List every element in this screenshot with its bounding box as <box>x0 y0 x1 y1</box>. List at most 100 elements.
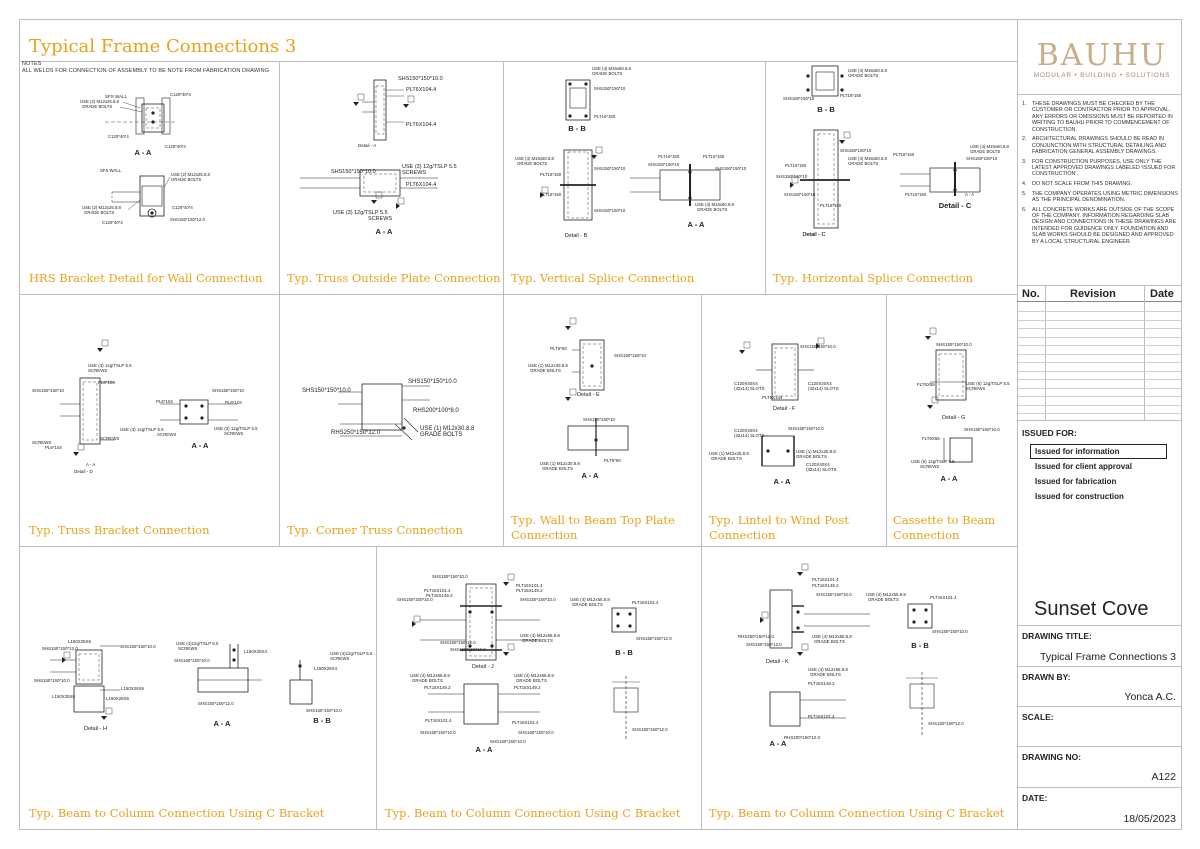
grid-line <box>1017 19 1018 830</box>
dimension-label: A - A <box>192 441 210 450</box>
section-arrow <box>396 203 400 209</box>
dimension-label: A - A <box>770 739 788 748</box>
drawing-line <box>127 199 141 211</box>
dimension-label: SHS150*150*10 <box>783 96 815 101</box>
dimension-label: GRADE BOLTS <box>572 602 603 607</box>
dimension-label: SHS150*150*12.0 <box>42 646 78 651</box>
dimension-label: PLT16X149.2 <box>426 593 453 598</box>
grid-line <box>279 61 280 546</box>
company-tagline: MODULAR • BUILDING • SOLUTIONS <box>1033 72 1171 79</box>
dimension-label: USE (4) M16x60.8.8 <box>515 156 555 161</box>
grid-line <box>765 61 766 294</box>
revision-row <box>1018 413 1182 414</box>
dimension-label: PLT16*150 <box>905 192 927 197</box>
steel-member <box>949 437 973 463</box>
section-tag <box>843 131 851 139</box>
dimension-label: USE (4) M12x55.8.8 <box>410 673 450 678</box>
dimension-label: SHS150*150*10.0 <box>432 574 468 579</box>
panel-caption: Typ. Truss Bracket Connection <box>29 523 210 537</box>
issued-option-fabrication[interactable]: Issued for fabrication <box>1035 477 1117 486</box>
section-arrow <box>739 350 745 354</box>
section-tag <box>507 643 515 651</box>
section-tag <box>507 573 515 581</box>
dimension-label: PLT6*60 <box>550 346 567 351</box>
dimension-label: GRADE BOLTS <box>796 454 827 459</box>
dimension-label: Detail - B <box>565 233 588 239</box>
dimension-label: USE (4) M16x60.8.8 <box>695 202 735 207</box>
revision-row <box>1018 362 1182 363</box>
revision-row <box>1018 311 1182 312</box>
panel-caption: Typ. Beam to Column Connection Using C B… <box>29 806 325 820</box>
dimension-label: SCREWS <box>330 656 349 661</box>
section-tag <box>801 643 809 651</box>
grid-line <box>1017 666 1182 667</box>
steel-member <box>73 685 105 713</box>
note-item: 2.ARCHITECTURAL DRAWINGS SHOULD BE READ … <box>1022 136 1167 156</box>
dimension-label: RHS200*150*12.0 <box>784 735 820 740</box>
dimension-label: SHS150*150*10.0 <box>302 388 351 394</box>
bolt <box>912 608 916 612</box>
panel-caption: Typ. Corner Truss Connection <box>287 523 463 537</box>
issued-option-client-approval[interactable]: Issued for client approval <box>1035 462 1132 471</box>
dimension-label: FLT6X55 <box>917 382 935 387</box>
bolt <box>568 82 572 86</box>
issued-option-construction[interactable]: Issued for construction <box>1035 492 1124 501</box>
dimension-label: GRADE BOLTS <box>970 149 1000 154</box>
dimension-label: SCREWS <box>966 386 985 391</box>
panel-caption: Typ. Beam to Column Connection Using C B… <box>385 806 681 820</box>
dimension-label: USE (4) M16x60.8.8 <box>970 144 1010 149</box>
dimension-label: SHS150*150*10 <box>594 166 626 171</box>
dimension-label: PL6*104 <box>156 399 173 404</box>
grid-line <box>1017 625 1182 626</box>
section-tag <box>761 611 769 619</box>
section-arrow <box>565 397 571 401</box>
dimension-label: SHS150*150*10 <box>648 162 680 167</box>
dimension-label: USE (3) 12g/TSLP 5.5 <box>333 210 388 216</box>
issued-option-information[interactable]: Issued for information <box>1035 447 1120 456</box>
dimension-label: USE (4)12g/TSLP 5.5 <box>176 641 219 646</box>
dimension-label: SCREWS <box>920 464 939 469</box>
dimension-label: SHS150*150*10 <box>840 148 872 153</box>
section-tag <box>791 176 799 184</box>
dimension-label: SHS150*150*12.0 <box>632 727 668 732</box>
hidden-outline <box>817 133 835 225</box>
section-tag <box>413 615 421 623</box>
dimension-label: SHS150*150*10.0 <box>397 597 433 602</box>
drawing-no-label: DRAWING NO: <box>1022 752 1082 762</box>
dimension-label: Detail - C <box>939 201 972 210</box>
dimension-label: Detail - C <box>803 232 826 238</box>
hidden-outline <box>78 653 100 681</box>
bolt <box>402 426 406 430</box>
section-tag <box>541 186 549 194</box>
hidden-outline <box>938 353 964 397</box>
dimension-label: L150X25X6 <box>106 696 130 701</box>
note-item: 5.THE COMPANY OPERATES USING METRIC DIME… <box>1022 190 1178 204</box>
grid-line <box>886 294 887 546</box>
dimension-label: PLT16X101.4 <box>425 718 452 723</box>
dimension-label: SHS150*150*10.0 <box>174 658 210 663</box>
dimension-label: GRADE BOLTS <box>516 678 547 683</box>
sheet-border <box>19 19 1182 830</box>
hidden-outline <box>469 587 493 657</box>
dimension-label: PLT6X104.4 <box>406 182 436 188</box>
steel-member <box>811 65 839 97</box>
dimension-label: PLT16X101.4 <box>516 583 543 588</box>
steel-member <box>139 175 165 217</box>
dimension-label: SCREWS <box>157 432 176 437</box>
steel-member <box>179 399 209 425</box>
steel-member <box>769 691 801 727</box>
bolt <box>786 449 790 453</box>
dimension-label: SHS150*150*10 <box>784 192 816 197</box>
date-label: DATE: <box>1022 793 1048 803</box>
steel-member <box>579 339 605 391</box>
section-arrow <box>839 140 845 144</box>
dimension-label: A - A <box>774 477 792 486</box>
dimension-label: RHS200*100*8.0 <box>413 408 459 414</box>
grid-line <box>1045 285 1046 420</box>
dimension-label: C120*40*4 <box>108 134 129 139</box>
steel-member <box>815 71 835 91</box>
dimension-label: GRADE BOLTS <box>82 104 112 109</box>
steel-member <box>75 649 103 685</box>
section-arrow <box>797 572 803 576</box>
